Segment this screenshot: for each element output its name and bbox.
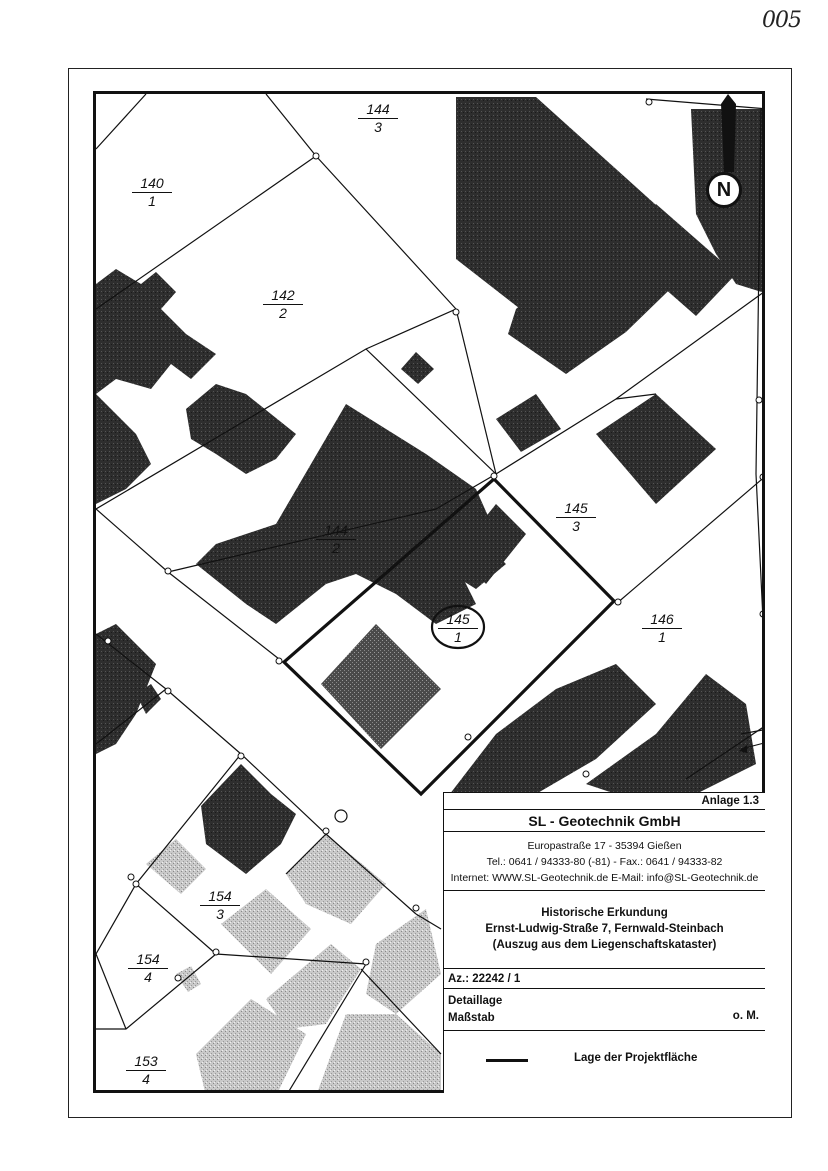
- detail-scale: Detaillage Maßstab o. M.: [444, 989, 765, 1031]
- building: [176, 966, 201, 992]
- building: [456, 97, 666, 329]
- buildings-mid: [321, 624, 441, 749]
- building: [201, 764, 296, 874]
- address-line: Europastraße 17 - 35394 Gießen: [527, 840, 682, 852]
- title-block: Anlage 1.3 SL - Geotechnik GmbH Europast…: [443, 792, 765, 1093]
- building: [586, 674, 756, 794]
- building: [318, 1014, 441, 1090]
- page-number: 005: [762, 8, 802, 33]
- building: [96, 269, 216, 394]
- sheet-border: [68, 68, 792, 1118]
- company-address: Europastraße 17 - 35394 Gießen Tel.: 064…: [444, 832, 765, 891]
- building: [401, 352, 434, 384]
- survey-point: [334, 809, 348, 823]
- building: [136, 684, 161, 714]
- detail-label: Detaillage: [448, 995, 503, 1007]
- building: [266, 944, 361, 1029]
- scale-value: o. M.: [732, 1010, 759, 1022]
- building: [596, 394, 716, 504]
- building: [146, 839, 206, 894]
- building: [496, 394, 561, 452]
- pointer-arrowhead: [739, 745, 747, 753]
- web-line: Internet: WWW.SL-Geotechnik.de E-Mail: i…: [450, 872, 759, 884]
- buildings-light: [146, 834, 441, 1090]
- boundary-points: [104, 98, 762, 982]
- annex-label: Anlage 1.3: [444, 793, 765, 810]
- company-name: SL - Geotechnik GmbH: [444, 810, 765, 832]
- highlight-ellipse: [430, 604, 486, 650]
- building: [196, 404, 496, 624]
- project-line: Historische Erkundung: [541, 907, 668, 919]
- scale-label: Maßstab: [448, 1012, 495, 1024]
- north-arrow-icon: N: [706, 172, 742, 208]
- legend-text: Lage der Projektfläche: [574, 1052, 698, 1064]
- file-reference: Az.: 22242 / 1: [444, 969, 765, 989]
- project-line: (Auszug aus dem Liegenschaftskataster): [492, 939, 717, 951]
- project-title: Historische Erkundung Ernst-Ludwig-Straß…: [444, 891, 765, 969]
- legend-line-symbol: [486, 1059, 528, 1062]
- parcel-lines: [96, 94, 762, 1090]
- building: [286, 834, 386, 924]
- building: [196, 999, 306, 1090]
- north-arrow-shaft: [721, 94, 736, 172]
- building: [321, 624, 441, 749]
- building: [631, 204, 736, 316]
- project-line: Ernst-Ludwig-Straße 7, Fernwald-Steinbac…: [485, 923, 724, 935]
- building: [186, 384, 296, 474]
- buildings-dark: [96, 97, 762, 884]
- building: [221, 889, 311, 974]
- legend: Lage der Projektfläche: [444, 1031, 765, 1094]
- project-area-outline: [281, 476, 617, 797]
- phone-line: Tel.: 0641 / 94333-80 (-81) - Fax.: 0641…: [486, 856, 723, 868]
- building: [456, 504, 526, 584]
- building: [96, 394, 151, 504]
- building: [96, 624, 156, 754]
- building: [366, 909, 441, 1014]
